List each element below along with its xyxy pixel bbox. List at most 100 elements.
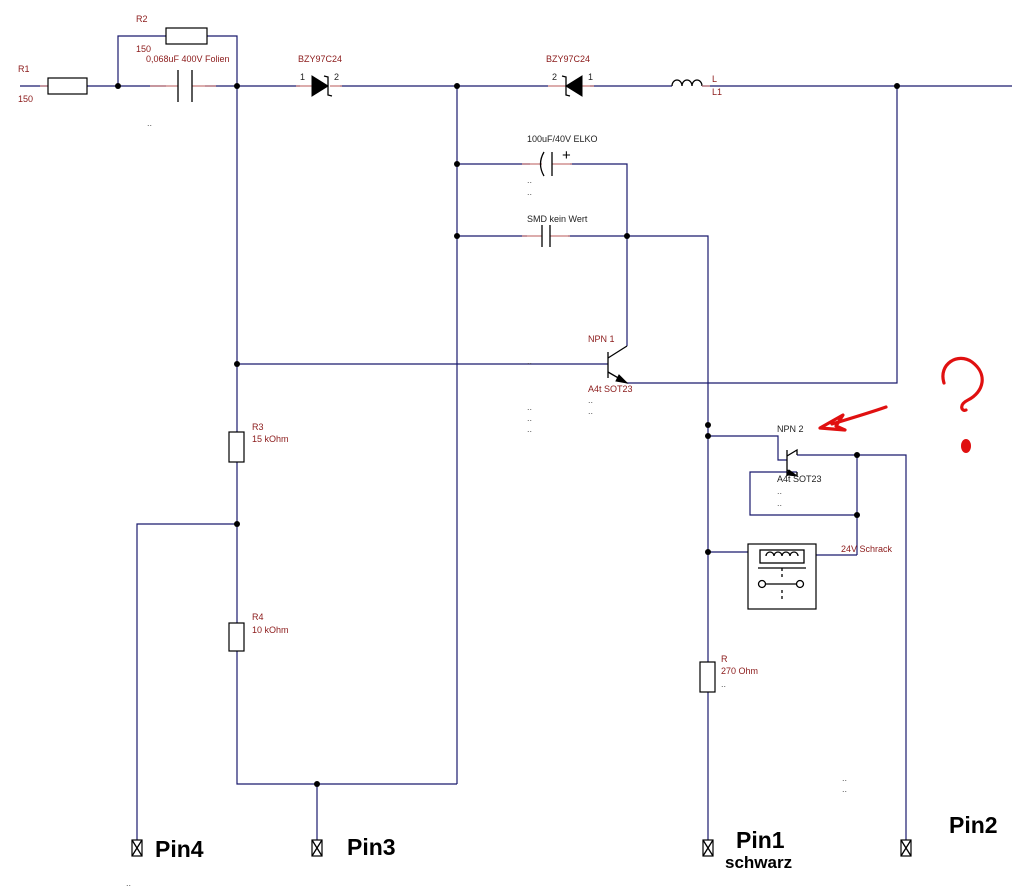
placeholder-dots: ..: [588, 395, 593, 405]
transistor-npn1: NPN 1 A4t SOT23 .. .. .. .. .. ..: [527, 334, 633, 434]
placeholder-dots: ..: [527, 424, 532, 434]
resistor-r2: R2 150: [136, 14, 208, 54]
relay-coil: [765, 551, 799, 557]
resistor-body: [47, 77, 88, 95]
terminal-pin3: Pin3: [311, 834, 396, 860]
l1-ref2: L1: [712, 87, 722, 97]
resistor-body: [165, 27, 208, 45]
emitter-arrow: [615, 374, 629, 384]
arrow-head: [818, 413, 847, 432]
npn1-ref: NPN 1: [588, 334, 615, 344]
transistor-collector: [786, 448, 798, 457]
z1-pin-left: 1: [300, 72, 305, 82]
junction-node: [854, 512, 860, 518]
junction-node: [234, 361, 240, 367]
junctions: [115, 83, 900, 787]
placeholder-dots: ..: [842, 773, 847, 783]
resistor-body: [228, 431, 245, 463]
placeholder-dots: ..: [777, 498, 782, 508]
wire: [797, 454, 907, 840]
junction-node: [705, 549, 711, 555]
pin3-label: Pin3: [347, 834, 396, 860]
question-mark-dot: [961, 439, 971, 453]
capacitor-elko: + 100uF/40V ELKO .. ..: [522, 134, 598, 197]
junction-node: [115, 83, 121, 89]
r-out-value: 270 Ohm: [721, 666, 758, 676]
placeholder-dots: ..: [147, 118, 152, 128]
wire: [627, 86, 898, 384]
junction-node: [234, 83, 240, 89]
diode-triangle: [565, 75, 583, 97]
wire: [236, 651, 457, 785]
resistor-r4: R4 10 kOhm: [228, 612, 289, 652]
terminal-cross-icon: [900, 839, 912, 857]
junction-node: [705, 422, 711, 428]
junction-node: [454, 83, 460, 89]
resistor-r-out: R 270 Ohm ..: [699, 654, 758, 693]
r1-value: 150: [18, 94, 33, 104]
capacitor-folien: 0,068uF 400V Folien ..: [146, 54, 230, 128]
terminal-cross-icon: [131, 839, 143, 857]
r3-value: 15 kOhm: [252, 434, 289, 444]
resistor-r3: R3 15 kOhm: [228, 422, 289, 463]
l1-ref: L: [712, 74, 717, 84]
placeholder-dots: ..: [721, 679, 726, 689]
placeholder-dots: ..: [527, 187, 532, 197]
wire: [570, 163, 628, 236]
relay-coil-box: [759, 549, 805, 564]
pin1-note: schwarz: [725, 853, 792, 872]
relay-value: 24V Schrack: [841, 544, 893, 554]
junction-node: [314, 781, 320, 787]
junction-node: [234, 521, 240, 527]
c-elko-value: 100uF/40V ELKO: [527, 134, 598, 144]
transistor-collector: [607, 345, 628, 359]
placeholder-dots: ..: [842, 784, 847, 794]
wire: [117, 35, 166, 86]
c-folie-value: 0,068uF 400V Folien: [146, 54, 230, 64]
z1-pin-right: 2: [334, 72, 339, 82]
capacitor-plate-curved: [539, 151, 545, 177]
inductor-l1: L L1: [671, 74, 722, 97]
wire: [136, 523, 237, 840]
wire: [749, 455, 858, 516]
placeholder-dots: ..: [126, 878, 131, 888]
capacitor-smd: SMD kein Wert: [522, 214, 588, 247]
relay-24v: 24V Schrack: [747, 543, 893, 610]
npn2-type: A4t SOT23: [777, 474, 822, 484]
npn1-type: A4t SOT23: [588, 384, 633, 394]
diode-triangle: [311, 75, 329, 97]
r-out-ref: R: [721, 654, 728, 664]
placeholder-dots: ..: [527, 413, 532, 423]
transistor-npn2: NPN 2 A4t SOT23 .. ..: [777, 424, 822, 508]
junction-node: [454, 233, 460, 239]
question-mark-icon: [941, 356, 984, 453]
z2-pin-right: 1: [588, 72, 593, 82]
wire: [568, 235, 709, 425]
junction-node: [624, 233, 630, 239]
resistor-body: [228, 622, 245, 652]
r4-ref: R4: [252, 612, 264, 622]
junction-node: [894, 83, 900, 89]
inductor-coil: [671, 79, 703, 87]
pin1-label: Pin1: [736, 827, 785, 853]
zener-bar: [561, 75, 571, 97]
placeholder-dots: ..: [527, 356, 532, 366]
r4-value: 10 kOhm: [252, 625, 289, 635]
terminal-pin4: Pin4: [131, 836, 204, 862]
r1-ref: R1: [18, 64, 30, 74]
question-mark-hook: [941, 356, 984, 412]
junction-node: [705, 433, 711, 439]
pin4-label: Pin4: [155, 836, 204, 862]
placeholder-dots: ..: [527, 402, 532, 412]
terminal-pin1: Pin1 schwarz: [702, 827, 792, 872]
wire: [708, 435, 787, 461]
resistor-body: [699, 661, 716, 693]
zener-bar: [323, 75, 333, 97]
emitter-arrow: [786, 469, 799, 477]
polarity-plus: +: [562, 147, 571, 164]
terminal-cross-icon: [311, 839, 323, 857]
r2-value: 150: [136, 44, 151, 54]
wire: [207, 35, 238, 86]
c-smd-value: SMD kein Wert: [527, 214, 588, 224]
